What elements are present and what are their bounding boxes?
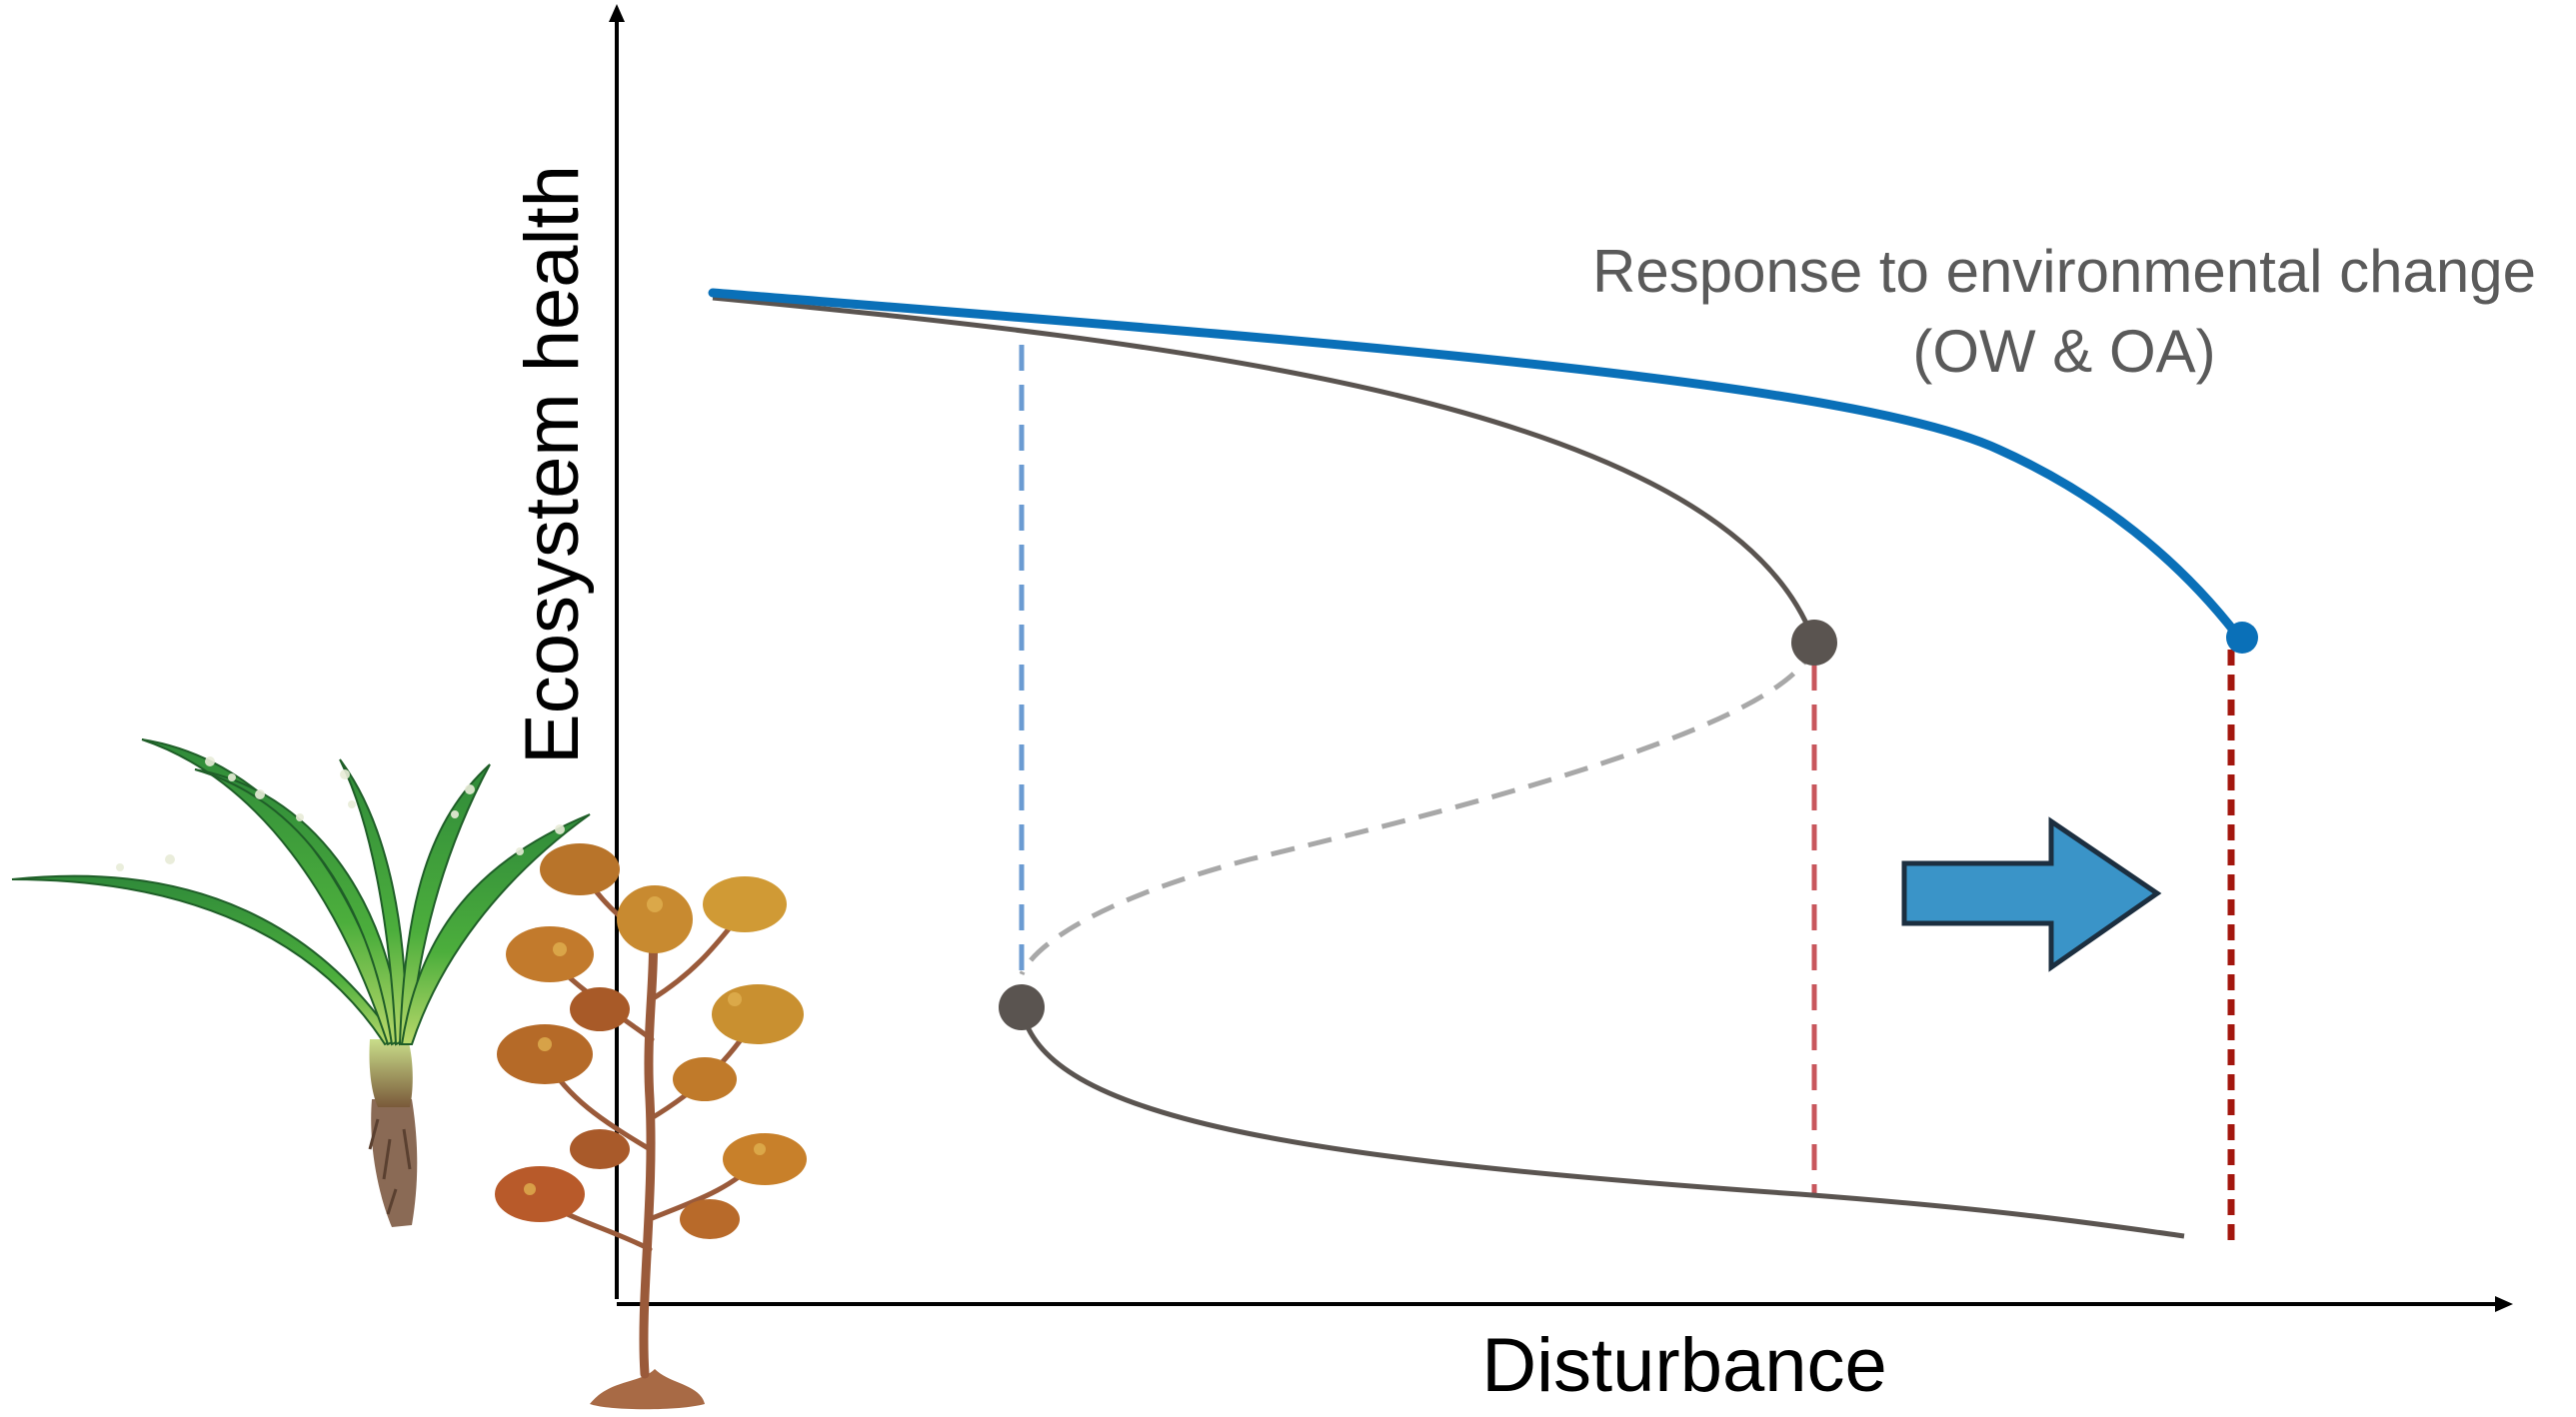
recovery-tipping-point: [999, 984, 1045, 1030]
x-axis-arrowhead: [2495, 1296, 2513, 1312]
shift-arrow: [1901, 816, 2162, 972]
unstable-branch: [1019, 642, 1817, 976]
collapse-tipping-point: [1791, 620, 1837, 666]
upper-stable-branch: [712, 295, 1817, 644]
y-axis-arrowhead: [609, 4, 625, 22]
response-endpoint: [2226, 622, 2258, 654]
lower-stable-branch: [1019, 1006, 2185, 1239]
axes: [609, 4, 2513, 1312]
annotation-line-1: Response to environmental change: [1592, 238, 2536, 305]
seaweed-illustration: [495, 843, 807, 1410]
response-curve: [708, 288, 2244, 643]
y-axis-label: Ecosystem health: [510, 165, 595, 764]
annotation-line-2: (OW & OA): [1912, 318, 2215, 385]
x-axis-label: Disturbance: [1481, 1323, 1887, 1408]
seagrass-illustration: [11, 738, 591, 1227]
